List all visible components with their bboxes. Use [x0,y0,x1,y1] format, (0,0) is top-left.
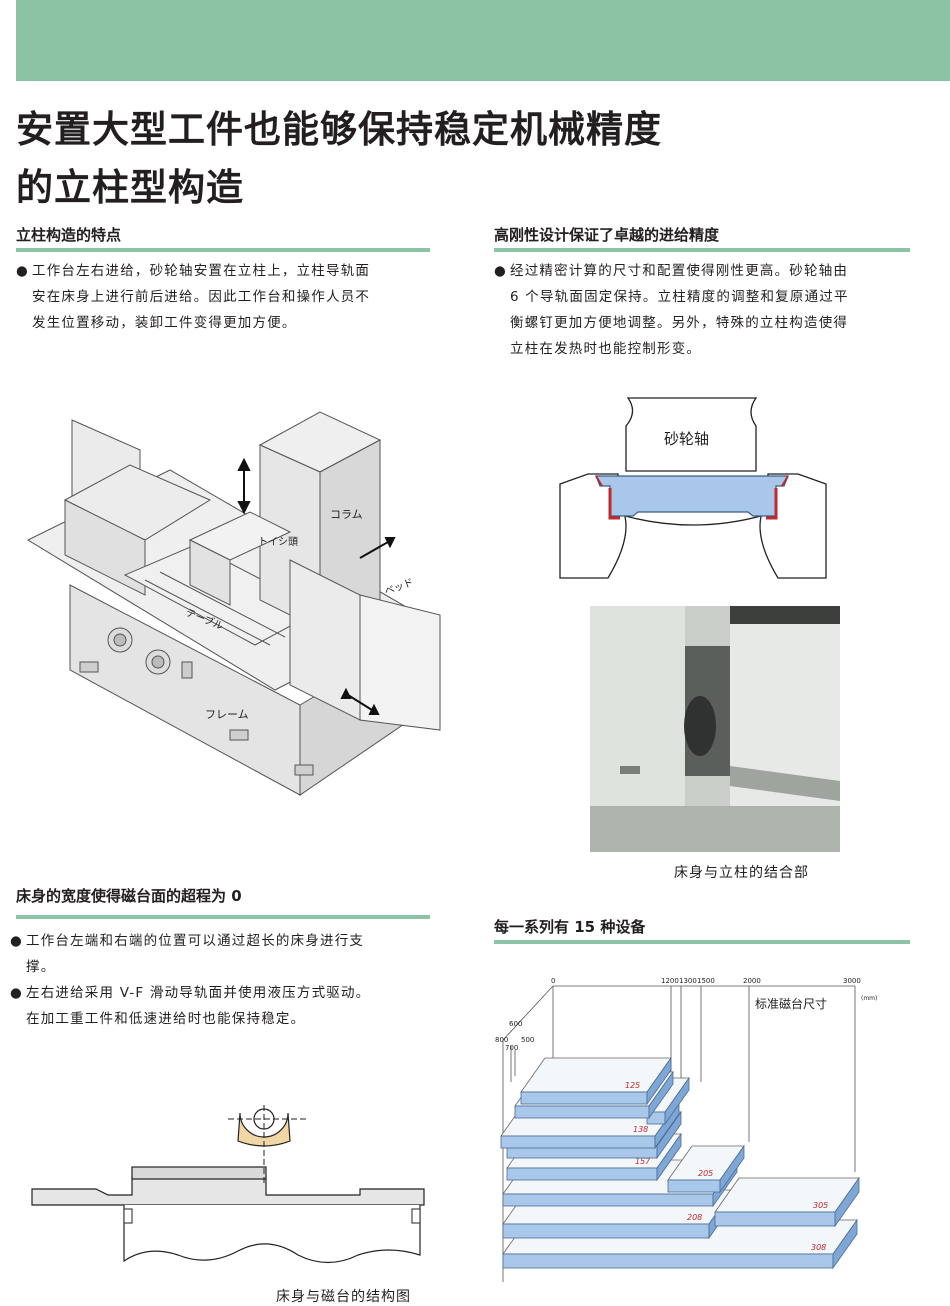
slab-front [500,1135,656,1149]
slab-front [506,1167,658,1181]
model-label: 305 [813,1201,828,1210]
bullet-dot: ● [16,263,29,279]
text-line: 撑。 [26,959,56,975]
depth-tick: 700 [505,1044,518,1052]
slab-side [648,1070,674,1120]
slab-front [520,1091,648,1105]
section-heading-rigidity: 高刚性设计保证了卓越的进给精度 [494,226,720,244]
label-wheelhead: トイシ頭 [258,536,298,548]
x-tick: 1200 [661,977,679,985]
section-heading-series: 每一系列有 15 种设备 [494,918,646,936]
depth-tick: 500 [521,1036,534,1044]
rigidity-text: ●经过精密计算的尺寸和配置使得刚性更高。砂轮轴由 6 个导轨面固定保持。立柱精度… [494,258,914,362]
bullet-dot: ● [10,985,23,1001]
label-bed: ベッド [383,576,415,598]
text-line: 衡螺钉更加方便地调整。另外，特殊的立柱构造使得 [510,315,849,331]
table-size-chart: 0 1200 1300 1500 2000 3000 600 800 700 5… [495,977,877,1282]
section-rule [16,915,430,919]
text-line: 左右进给采用 V-F 滑动导轨面并使用液压方式驱动。 [26,985,371,1001]
bullet-dot: ● [494,263,507,279]
model-label: 157 [635,1157,651,1166]
slab-side [646,1056,672,1106]
x-tick: 2000 [743,977,761,985]
page-title-line-1: 安置大型工件也能够保持稳定机械精度 [16,108,662,151]
bed-table-diagram [31,1105,425,1264]
x-tick: 1500 [697,977,715,985]
label-column: コラム [330,508,363,521]
label-frame: フレーム [205,708,249,721]
text-line: 经过精密计算的尺寸和配置使得刚性更高。砂轮轴由 [510,263,849,279]
caption-joint-photo: 床身与立柱的结合部 [674,865,809,881]
spindle-section-diagram: 砂轮轴 [559,397,827,579]
section-rule [16,248,430,252]
joint-photo [590,606,840,852]
section-heading-column-features: 立柱构造的特点 [16,226,122,244]
slab-side [664,1076,690,1126]
slab-front [667,1179,721,1193]
bed-width-text: ●工作台左端和右端的位置可以通过超长的床身进行支 撑。 ●左右进给采用 V-F … [10,928,440,1032]
section-rule [494,940,910,944]
slab-side [834,1176,860,1228]
slab-top [520,1057,672,1093]
slab-top [714,1177,860,1213]
model-label: 205 [698,1169,713,1178]
text-line: 6 个导轨面固定保持。立柱精度的调整和复原通过平 [510,289,849,305]
page-title-line-2: 的立柱型构造 [16,166,244,209]
text-line: 工作台左端和右端的位置可以通过超长的床身进行支 [26,933,365,949]
slab-side [719,1144,745,1194]
text-line: 在加工重工件和低速进给时也能保持稳定。 [26,1011,306,1027]
slab-side [832,1218,858,1270]
text-line: 工作台左右进给，砂轮轴安置在立柱上，立柱导轨面 [32,263,371,279]
model-label: 125 [625,1081,640,1090]
x-tick: 1300 [679,977,697,985]
depth-tick: 800 [495,1036,508,1044]
slab-front [502,1223,710,1239]
chart-axis-label: 标准磁台尺寸 [755,996,827,1011]
x-tick: 0 [551,977,555,985]
section-heading-bed-width: 床身的宽度使得磁台面的超程为 0 [16,887,242,905]
text-line: 立柱在发热时也能控制形变。 [510,341,702,357]
text-line: 安在床身上进行前后进给。因此工作台和操作人员不 [32,289,371,305]
caption-bed-table: 床身与磁台的结构图 [276,1289,411,1305]
spindle-label: 砂轮轴 [664,430,709,448]
slab-side [656,1132,682,1182]
depth-tick: 600 [509,1020,522,1028]
slab-front [714,1211,836,1227]
model-label: 308 [811,1243,826,1252]
machine-isometric-diagram: コラム トイシ頭 ベッド テーブル フレーム [26,411,441,796]
x-tick: 3000 [843,977,861,985]
text-line: 发生位置移动，装卸工件变得更加方便。 [32,315,297,331]
header-band [16,0,950,81]
section-rule [494,248,910,252]
chart-unit: (mm) [861,995,877,1002]
model-label: 138 [633,1125,648,1134]
chart-slabs: 308208305158205157156138155126125 [500,1056,860,1270]
slab-front [514,1105,650,1119]
bullet-dot: ● [10,933,23,949]
slab-front [502,1253,834,1269]
column-features-text: ●工作台左右进给，砂轮轴安置在立柱上，立柱导轨面 安在床身上进行前后进给。因此工… [16,258,436,336]
slab-front [502,1193,714,1207]
slab-side [656,1110,682,1160]
model-label: 208 [687,1213,702,1222]
